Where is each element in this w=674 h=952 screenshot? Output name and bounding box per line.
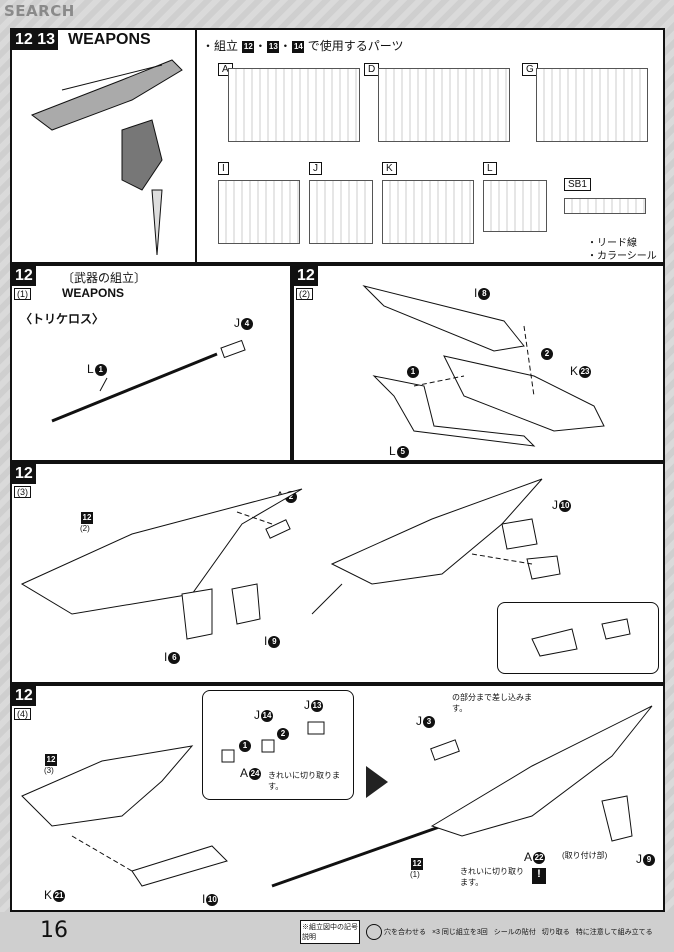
ref-step-2: 12(1): [410, 857, 423, 879]
runner-label-sb1: SB1: [564, 178, 591, 191]
weapon-illustration: [30, 59, 183, 256]
header-divider: [195, 30, 197, 264]
caution-icon: !: [532, 868, 546, 884]
step-12-1-drawing: [51, 339, 246, 423]
extra-color-seal: ・カラーシール: [587, 251, 657, 262]
step-badge: 12: [12, 686, 36, 706]
runner-d: [378, 68, 510, 142]
legend-seal: シールの貼付: [493, 929, 536, 936]
ref-step: 12(2): [80, 511, 93, 533]
runner-j: [309, 180, 373, 244]
runner-label-l: L: [483, 162, 497, 175]
hole-icon: [366, 924, 382, 940]
page-number: 16: [40, 918, 68, 943]
step-substep: (2): [296, 288, 313, 300]
runner-label-i: I: [218, 162, 229, 175]
arrow-step-2: 2: [276, 726, 289, 740]
note-insert: の部分まで差し込みます。: [452, 693, 532, 713]
step-title: 〔武器の組立〕: [62, 271, 147, 285]
step-12-2-drawing: [362, 285, 605, 447]
runner-k: [382, 180, 474, 244]
note-attach: (取り付け部): [562, 851, 608, 860]
detail-inset: [202, 690, 354, 800]
runner-i: [218, 180, 300, 244]
legend-title: ※組立図中の記号説明: [300, 920, 360, 944]
symbol-legend: ※組立図中の記号説明 穴を合わせる ×3 同じ組立を3回 シールの貼付 切り取る…: [300, 918, 670, 946]
step-badge: 12: [12, 266, 36, 286]
step-subtitle: WEAPONS: [62, 286, 125, 300]
note-cut-clean: きれいに切り取ります。: [268, 771, 340, 791]
runner-a: [228, 68, 360, 142]
parts-intro: ・組立 12・13・14 で使用するパーツ: [202, 39, 404, 53]
detail-inset: [497, 602, 659, 674]
note-cut-clean-2: きれいに切り取ります。: [460, 867, 524, 887]
page-title: WEAPONS: [68, 31, 151, 48]
runner-g: [536, 68, 648, 142]
step-badge: 12: [294, 266, 318, 286]
legend-cut: 切り取る: [541, 929, 570, 936]
header-panel: 12 13 WEAPONS ・組立 12・13・14 で使用するパーツ A D …: [10, 28, 665, 264]
step-substep: (4): [14, 708, 31, 720]
legend-caution: 特に注意して組み立てる: [575, 929, 653, 936]
watermark: SEARCH: [4, 2, 75, 20]
step-12-3-panel: 12 (3) 12(2) A2 I9 I6 J10 G22 G11: [10, 462, 665, 684]
runner-l: [483, 180, 547, 232]
runner-label-d: D: [364, 63, 380, 76]
step-substep: (3): [14, 486, 31, 498]
section-heading: 〈トリケロス〉: [20, 312, 105, 326]
legend-hole: 穴を合わせる: [366, 924, 426, 940]
runner-sb1: [564, 198, 646, 214]
step-substep: (1): [14, 288, 31, 300]
arrow-step-1: 1: [406, 364, 419, 378]
runner-label-j: J: [309, 162, 322, 175]
arrow-step-2: 2: [540, 346, 553, 360]
step-12-4-drawing: [21, 705, 653, 888]
step-12-3-drawing: [20, 478, 631, 657]
step-badge: 12 13: [12, 30, 59, 50]
extra-lead-wire: ・リード線: [587, 238, 637, 249]
legend-repeat: ×3 同じ組立を3回: [431, 929, 488, 936]
runner-label-k: K: [382, 162, 397, 175]
step-badge: 12: [12, 464, 36, 484]
arrow-step-1: 1: [238, 738, 251, 752]
ref-step: 12(3): [44, 753, 57, 775]
